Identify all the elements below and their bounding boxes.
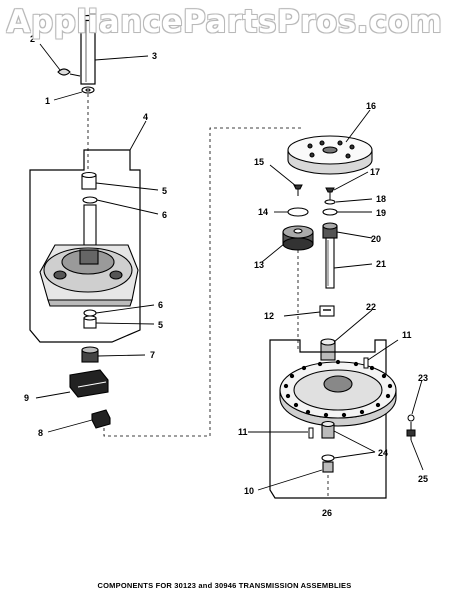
callout-25: 25 [418, 474, 428, 484]
shaft-washer [81, 86, 95, 94]
callout-11-upper: 11 [402, 330, 412, 340]
drive-gear [282, 225, 314, 251]
callout-5-lower: 5 [158, 320, 163, 330]
callout-9: 9 [24, 393, 29, 403]
callout-24: 24 [378, 448, 388, 458]
drive-sleeve [320, 338, 336, 361]
thrust-washer [287, 207, 309, 217]
callout-4: 4 [143, 112, 148, 122]
callout-17: 17 [370, 167, 380, 177]
shaft-clip [57, 68, 81, 77]
callout-23: 23 [418, 373, 428, 383]
upper-seal [82, 196, 98, 204]
callout-21: 21 [376, 259, 386, 269]
callout-8: 8 [38, 428, 43, 438]
callout-3: 3 [152, 51, 157, 61]
callout-6-lower: 6 [158, 300, 163, 310]
gear-case-outline [269, 339, 387, 499]
gear-case [279, 359, 397, 427]
lower-bushing-2 [322, 461, 334, 473]
callout-19: 19 [376, 208, 386, 218]
flat-washer [322, 208, 338, 216]
leader-lines [35, 43, 424, 491]
callout-14: 14 [258, 207, 268, 217]
callout-18: 18 [376, 194, 386, 204]
lower-dowel-pin [308, 427, 314, 439]
lower-bushing [321, 420, 335, 439]
pin-screw [325, 187, 335, 200]
pinion-shaft [322, 222, 338, 289]
callout-7: 7 [150, 350, 155, 360]
callout-26: 26 [322, 508, 332, 518]
drive-pulley [287, 135, 373, 175]
shift-block [69, 369, 109, 398]
pinion-gear [81, 346, 99, 363]
case-bolt [406, 414, 416, 440]
shift-cam [91, 409, 111, 429]
callout-16: 16 [366, 101, 376, 111]
shaft-key [319, 305, 335, 317]
callout-22: 22 [366, 302, 376, 312]
callout-1: 1 [45, 96, 50, 106]
transmission-housing [39, 204, 139, 307]
linkage-path [103, 127, 302, 437]
callout-6-upper: 6 [162, 210, 167, 220]
callout-5-upper: 5 [162, 186, 167, 196]
callout-15: 15 [254, 157, 264, 167]
callout-12: 12 [264, 311, 274, 321]
callout-20: 20 [371, 234, 381, 244]
dowel-pin [363, 357, 369, 369]
lower-bearing [83, 315, 97, 329]
upper-bearing [81, 171, 97, 190]
lower-seal [83, 309, 97, 317]
callout-11-lower: 11 [238, 427, 248, 437]
lower-washer [321, 454, 335, 462]
agitator-shaft [80, 14, 96, 85]
callouts: 2 3 1 4 5 6 6 5 7 9 8 16 15 17 14 18 19 … [24, 34, 428, 518]
callout-13: 13 [254, 260, 264, 270]
screw [293, 184, 303, 196]
transmission-bracket-outline [29, 149, 141, 343]
callout-2: 2 [30, 34, 35, 44]
callout-10: 10 [244, 486, 254, 496]
spacer-washer [324, 199, 336, 205]
diagram-caption: COMPONENTS FOR 30123 and 30946 TRANSMISS… [97, 581, 352, 590]
